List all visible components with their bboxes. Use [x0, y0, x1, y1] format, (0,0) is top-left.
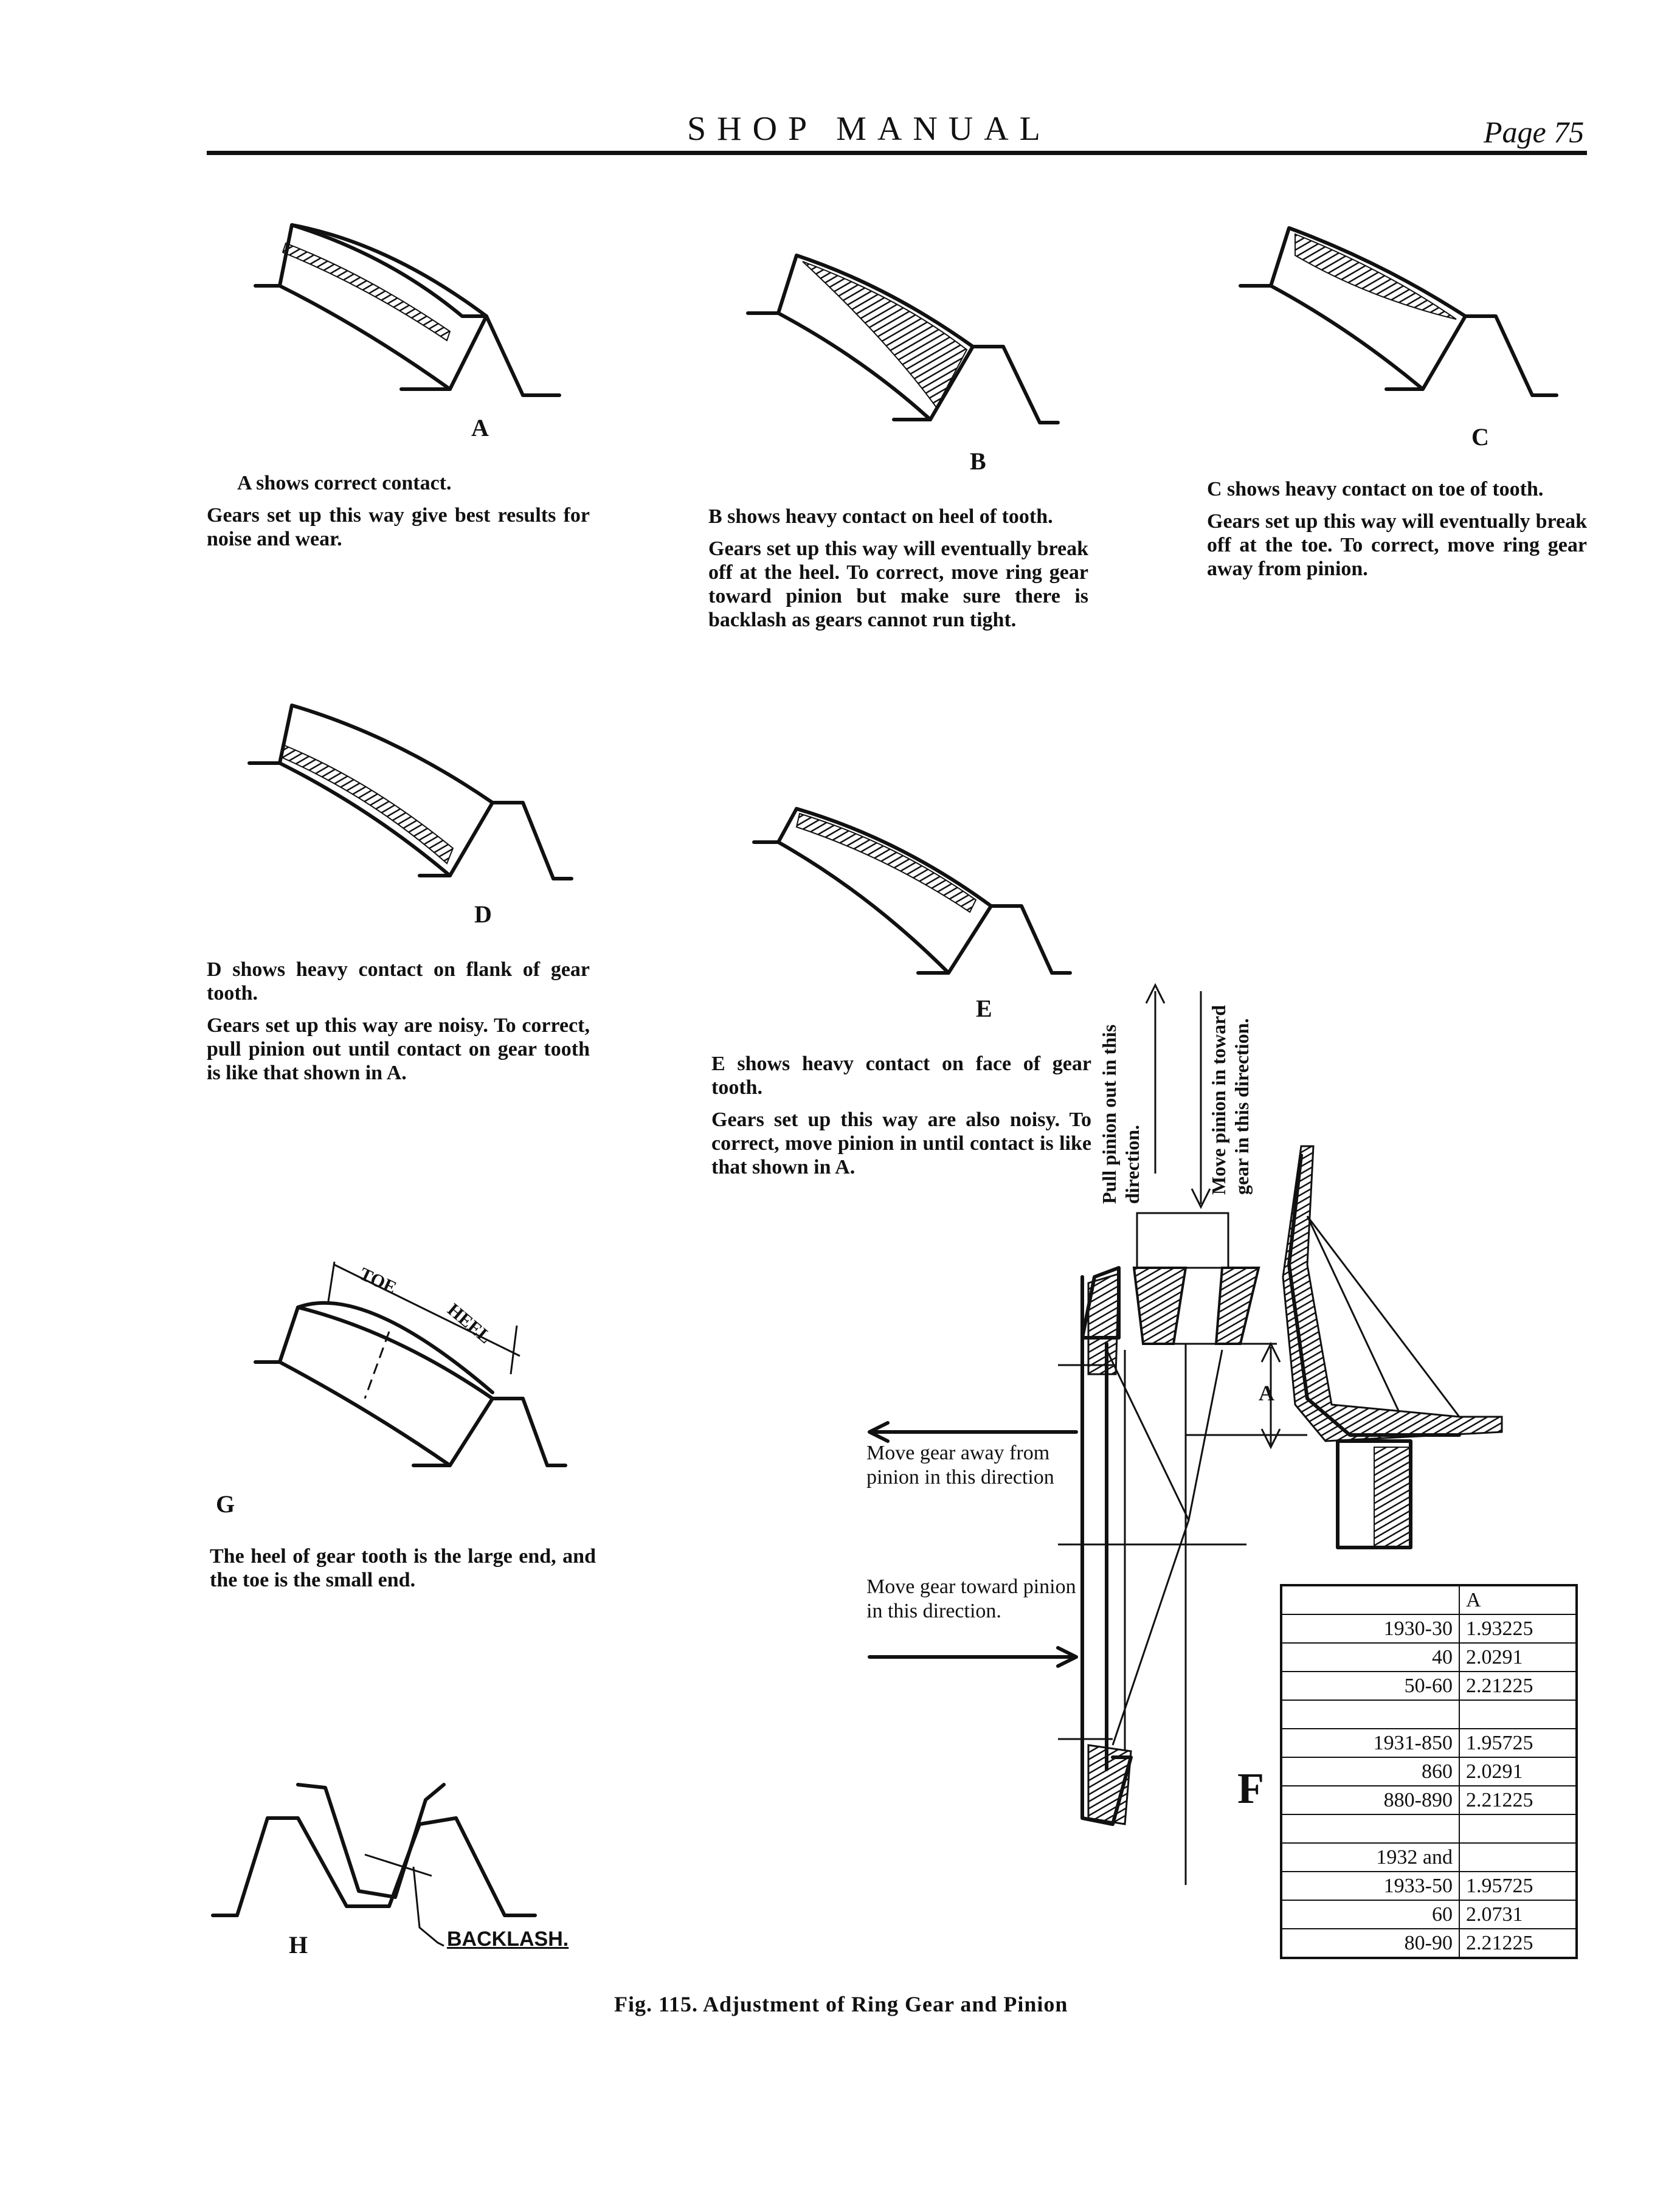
model-cell: 1931-850 [1281, 1729, 1459, 1758]
move-away-label: Move gear away from pinion in this direc… [866, 1442, 1054, 1489]
figure-letter-g: G [216, 1490, 235, 1518]
tooth-diagram-h [211, 1783, 537, 1947]
caption-a-title: A shows correct contact. [237, 472, 452, 494]
value-cell: 2.0291 [1459, 1643, 1577, 1672]
tooth-diagram-g [254, 1261, 567, 1467]
pull-pinion-label: Pull pinion out in this direction. [1098, 1024, 1143, 1204]
value-cell: 2.21225 [1459, 1672, 1577, 1701]
move-toward-label: Move gear toward pinion in this directio… [866, 1575, 1076, 1622]
figure-letter-e: E [976, 995, 992, 1022]
ring-gear-section-f [868, 983, 1503, 1885]
value-cell [1459, 1814, 1577, 1844]
model-cell [1281, 1700, 1459, 1729]
figure-letter-b: B [970, 448, 986, 475]
caption-b: B shows heavy contact on heel of tooth. … [708, 505, 1088, 640]
table-row [1281, 1814, 1577, 1844]
value-cell: 1.95725 [1459, 1872, 1577, 1901]
table-row: A [1281, 1585, 1577, 1615]
backlash-label: BACKLASH. [447, 1928, 569, 1951]
tooth-diagram-b [746, 254, 1060, 424]
caption-d-title: D shows heavy contact on flank of gear t… [207, 958, 590, 1005]
value-cell: 2.21225 [1459, 1786, 1577, 1815]
table-row: 1932 and [1281, 1843, 1577, 1872]
caption-g-body: The heel of gear tooth is the large end,… [210, 1545, 596, 1591]
value-cell: A [1459, 1585, 1577, 1615]
model-cell [1281, 1814, 1459, 1844]
model-cell: 860 [1281, 1757, 1459, 1786]
value-cell: 1.95725 [1459, 1729, 1577, 1758]
figure-letter-d: D [474, 901, 492, 928]
caption-d: D shows heavy contact on flank of gear t… [207, 958, 590, 1093]
value-cell: 2.0731 [1459, 1900, 1577, 1929]
caption-e: E shows heavy contact on face of gear to… [711, 1052, 1091, 1188]
dimension-a-label: A [1259, 1381, 1274, 1405]
table-row [1281, 1700, 1577, 1729]
model-cell: 60 [1281, 1900, 1459, 1929]
model-cell: 1933-50 [1281, 1872, 1459, 1901]
model-cell [1281, 1585, 1459, 1615]
model-cell: 880-890 [1281, 1786, 1459, 1815]
value-cell [1459, 1843, 1577, 1872]
caption-c-body: Gears set up this way will eventually br… [1207, 510, 1587, 580]
figure-letter-a: A [471, 414, 489, 441]
tooth-diagram-c [1239, 226, 1558, 397]
value-cell: 1.93225 [1459, 1614, 1577, 1644]
caption-b-title: B shows heavy contact on heel of tooth. [708, 505, 1053, 528]
model-cell: 80-90 [1281, 1929, 1459, 1959]
caption-d-body: Gears set up this way are noisy. To corr… [207, 1014, 590, 1084]
caption-e-body: Gears set up this way are also noisy. To… [711, 1108, 1091, 1178]
page-number: Page 75 [1484, 115, 1585, 149]
model-cell: 50-60 [1281, 1672, 1459, 1701]
value-cell: 2.0291 [1459, 1757, 1577, 1786]
caption-a: A shows correct contact. Gears set up th… [207, 471, 590, 559]
caption-a-body: Gears set up this way give best results … [207, 504, 590, 550]
caption-g: The heel of gear tooth is the large end,… [210, 1544, 596, 1600]
move-pinion-label: Move pinion in toward gear in this direc… [1208, 1005, 1253, 1195]
model-cell: 1932 and [1281, 1843, 1459, 1872]
caption-c-title: C shows heavy contact on toe of tooth. [1207, 478, 1544, 500]
model-cell: 1930-30 [1281, 1614, 1459, 1644]
figure-caption: Fig. 115. Adjustment of Ring Gear and Pi… [614, 1992, 1068, 2016]
caption-b-body: Gears set up this way will eventually br… [708, 538, 1088, 631]
caption-c: C shows heavy contact on toe of tooth. G… [1207, 477, 1587, 589]
page-header-title: SHOP MANUAL [687, 110, 1051, 148]
value-cell [1459, 1700, 1577, 1729]
figure-letter-h: H [289, 1931, 308, 1959]
model-cell: 40 [1281, 1643, 1459, 1672]
figure-letter-c: C [1471, 423, 1489, 451]
figure-letter-f: F [1237, 1764, 1264, 1813]
value-cell: 2.21225 [1459, 1929, 1577, 1959]
header-rule [207, 151, 1587, 155]
tooth-diagram-a [254, 223, 561, 397]
caption-e-title: E shows heavy contact on face of gear to… [711, 1053, 1091, 1099]
tooth-diagram-e [752, 807, 1072, 975]
tooth-diagram-d [247, 704, 573, 880]
